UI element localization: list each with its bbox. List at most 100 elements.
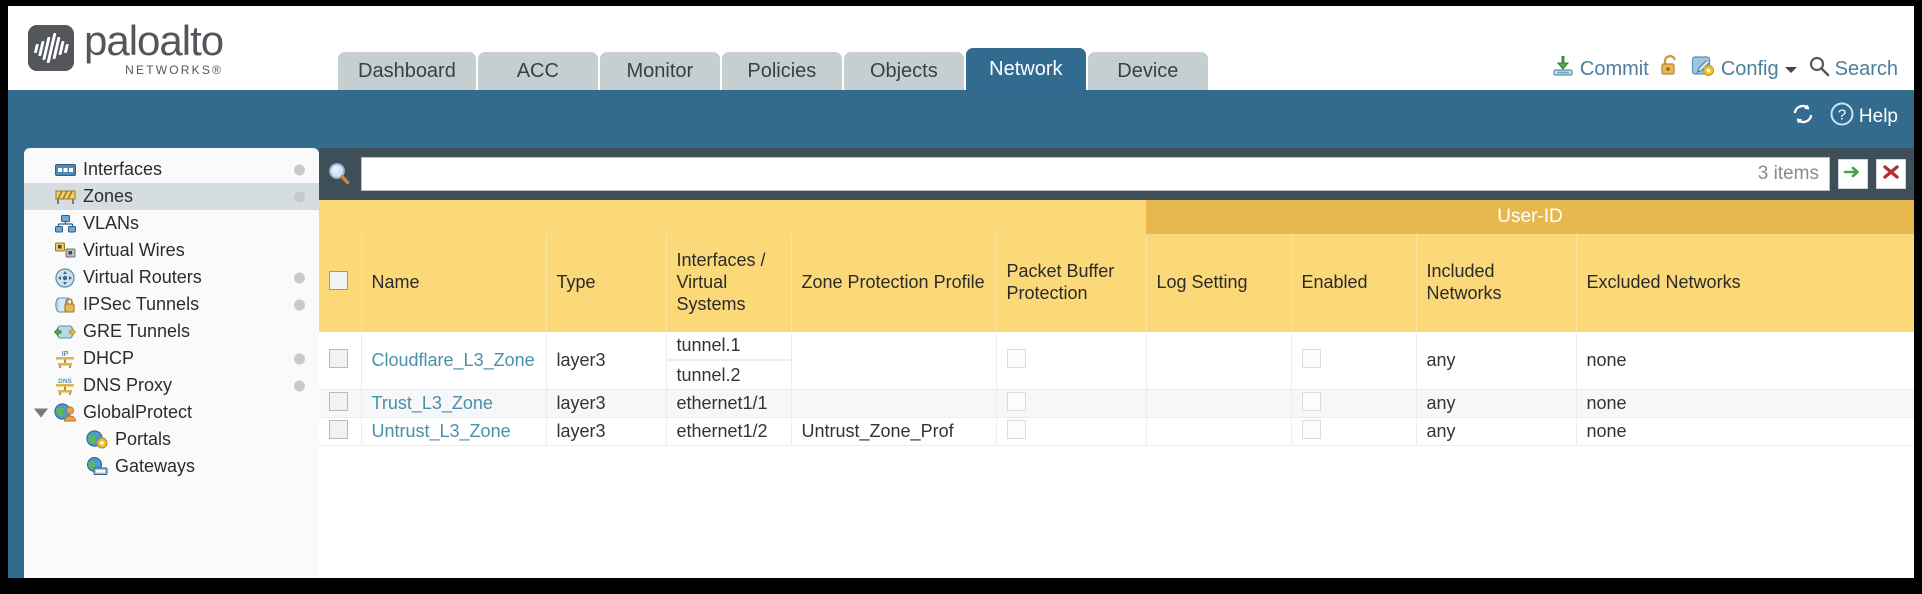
config-label: Config — [1720, 57, 1779, 80]
sidebar-item-dns-proxy[interactable]: DNS DNS Proxy — [24, 372, 319, 399]
userid-enabled-checkbox[interactable] — [1301, 419, 1321, 439]
zone-name-link[interactable]: Untrust_L3_Zone — [371, 421, 511, 441]
svg-text:IP: IP — [62, 351, 69, 358]
brand-name: paloalto — [84, 17, 224, 64]
sidebar-item-portals[interactable]: Portals — [24, 426, 319, 453]
cell-packet-buffer-protection — [996, 389, 1147, 418]
tab-acc[interactable]: ACC — [477, 52, 598, 90]
lock-button[interactable] — [1659, 54, 1681, 84]
row-checkbox[interactable] — [329, 348, 348, 368]
tab-network[interactable]: Network — [965, 48, 1086, 90]
col-header-log-setting[interactable]: Log Setting — [1146, 234, 1292, 332]
sidebar-item-gateways[interactable]: Gateways — [24, 453, 319, 480]
commit-label: Commit — [1579, 57, 1649, 80]
magnifier-icon[interactable] — [325, 160, 353, 188]
sidebar-item-zones[interactable]: Zones — [24, 183, 319, 210]
clear-filter-button[interactable] — [1876, 159, 1906, 189]
vlans-icon — [54, 214, 76, 233]
table-row-continuation: tunnel.2 — [319, 360, 1914, 390]
sidebar-item-virtual-wires[interactable]: Virtual Wires — [24, 237, 319, 264]
col-header-interfaces[interactable]: Interfaces / Virtual Systems — [666, 234, 792, 332]
refresh-icon[interactable] — [1790, 102, 1816, 132]
sidebar-item-gre-tunnels[interactable]: GRE Tunnels — [24, 318, 319, 345]
tab-policies[interactable]: Policies — [721, 52, 842, 90]
cell-excluded-networks: none — [1576, 417, 1914, 446]
config-menu[interactable]: Config — [1691, 54, 1798, 84]
portals-icon — [86, 430, 108, 449]
svg-text:?: ? — [1838, 107, 1846, 124]
userid-enabled-checkbox[interactable] — [1301, 391, 1321, 411]
filter-bar: 3 items — [319, 148, 1914, 200]
userid-enabled-checkbox[interactable] — [1301, 348, 1321, 368]
col-header-packet-buffer-protection[interactable]: Packet Buffer Protection — [996, 234, 1147, 332]
lock-icon — [1659, 54, 1681, 84]
help-label: Help — [1858, 106, 1898, 127]
paloalto-logo-icon — [28, 25, 74, 71]
virtual-wires-icon — [54, 241, 76, 260]
cell-zone-protection-profile: Untrust_Zone_Prof — [791, 417, 997, 446]
packet-buffer-protection-checkbox[interactable] — [1006, 391, 1026, 411]
cell-included-networks: any — [1416, 389, 1577, 418]
sidebar-item-virtual-routers[interactable]: Virtual Routers — [24, 264, 319, 291]
tab-dashboard[interactable]: Dashboard — [338, 52, 476, 90]
zone-name-link[interactable]: Cloudflare_L3_Zone — [371, 350, 535, 370]
table-row[interactable]: Trust_L3_Zone layer3 ethernet1/1 — [319, 389, 1914, 418]
row-select-cell — [319, 389, 362, 418]
col-header-included-networks[interactable]: Included Networks — [1416, 234, 1577, 332]
sidebar-item-label: VLANs — [83, 213, 140, 233]
search-input[interactable] — [372, 163, 1746, 185]
row-checkbox[interactable] — [329, 419, 348, 439]
commit-icon — [1551, 54, 1575, 84]
sidebar-item-label: Virtual Routers — [83, 267, 202, 287]
top-action-links: Commit — [1551, 54, 1898, 84]
table-row[interactable]: Cloudflare_L3_Zone layer3 tunnel.1 — [319, 332, 1914, 390]
content-panel: 3 items — [319, 148, 1914, 578]
packet-buffer-protection-checkbox[interactable] — [1006, 348, 1026, 368]
tab-objects[interactable]: Objects — [843, 52, 964, 90]
dhcp-icon: IP — [54, 349, 76, 368]
sidebar-item-label: Interfaces — [83, 159, 163, 179]
cell-interfaces: ethernet1/1 — [666, 389, 792, 418]
cell-zone-protection-profile — [791, 389, 997, 418]
network-sidebar: Interfaces Zones — [24, 148, 319, 578]
help-button[interactable]: ? Help — [1830, 102, 1898, 132]
col-header-type[interactable]: Type — [546, 234, 667, 332]
expand-collapse-arrow-icon[interactable] — [34, 408, 48, 417]
group-header-spacer — [319, 200, 1146, 234]
gre-tunnels-icon — [54, 322, 76, 341]
commit-button[interactable]: Commit — [1551, 54, 1649, 84]
sidebar-item-ipsec-tunnels[interactable]: IPSec Tunnels — [24, 291, 319, 318]
zones-icon — [54, 187, 76, 206]
search-input-wrapper[interactable]: 3 items — [361, 157, 1830, 191]
sidebar-item-interfaces[interactable]: Interfaces — [24, 156, 319, 183]
item-count-label: 3 items — [1757, 163, 1819, 184]
sidebar-item-label: DHCP — [83, 348, 135, 368]
row-checkbox[interactable] — [329, 391, 348, 411]
col-header-enabled[interactable]: Enabled — [1291, 234, 1417, 332]
cell-excluded-networks: none — [1576, 389, 1914, 418]
sidebar-item-label: IPSec Tunnels — [83, 294, 200, 314]
sidebar-item-vlans[interactable]: VLANs — [24, 210, 319, 237]
search-icon — [1808, 55, 1830, 83]
cell-log-setting — [1146, 389, 1292, 418]
tab-device[interactable]: Device — [1087, 52, 1208, 90]
interfaces-icon — [54, 160, 76, 179]
select-all-header — [319, 234, 362, 332]
col-header-name[interactable]: Name — [361, 234, 547, 332]
packet-buffer-protection-checkbox[interactable] — [1006, 419, 1026, 439]
zones-table: User-ID Name Type Interfaces / Virtual S… — [319, 200, 1914, 446]
select-all-checkbox[interactable] — [329, 270, 348, 290]
gateways-icon — [86, 457, 108, 476]
table-row[interactable]: Untrust_L3_Zone layer3 ethernet1/2 Untru… — [319, 417, 1914, 446]
apply-filter-button[interactable] — [1838, 159, 1868, 189]
zone-name-link[interactable]: Trust_L3_Zone — [371, 393, 493, 413]
sidebar-item-dhcp[interactable]: IP DHCP — [24, 345, 319, 372]
tab-monitor[interactable]: Monitor — [599, 52, 720, 90]
col-header-excluded-networks[interactable]: Excluded Networks — [1576, 234, 1914, 332]
sidebar-item-globalprotect[interactable]: GlobalProtect — [24, 399, 319, 426]
sidebar-item-label: DNS Proxy — [83, 375, 173, 395]
search-button[interactable]: Search — [1808, 55, 1898, 83]
sub-header-band: ? Help — [8, 90, 1914, 148]
col-header-zone-protection-profile[interactable]: Zone Protection Profile — [791, 234, 997, 332]
ipsec-tunnels-icon — [54, 295, 76, 314]
